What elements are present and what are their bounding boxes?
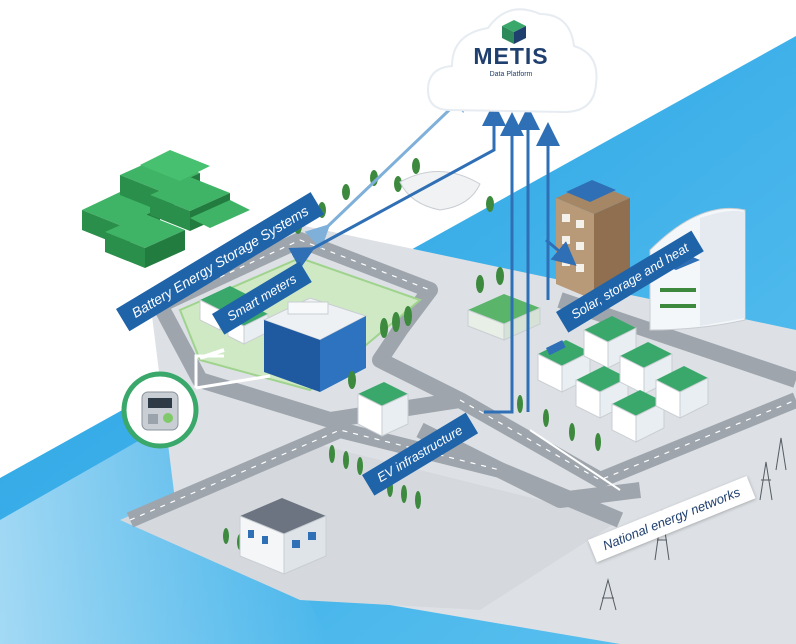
park	[399, 171, 481, 211]
meter-arrows	[194, 354, 271, 390]
lower-platform	[120, 440, 620, 610]
metis-platform: METIS Data Platform	[466, 44, 556, 78]
small-office	[239, 498, 327, 575]
platform-subtitle: Data Platform	[489, 71, 533, 78]
cloud-icon	[426, 8, 598, 114]
battery-containers	[82, 150, 250, 268]
metis-logo-icon	[502, 20, 526, 44]
platform-name: METIS	[473, 43, 549, 69]
solar-houses	[537, 316, 709, 443]
smart-meter-icon	[121, 371, 199, 449]
ev-house	[357, 382, 409, 437]
